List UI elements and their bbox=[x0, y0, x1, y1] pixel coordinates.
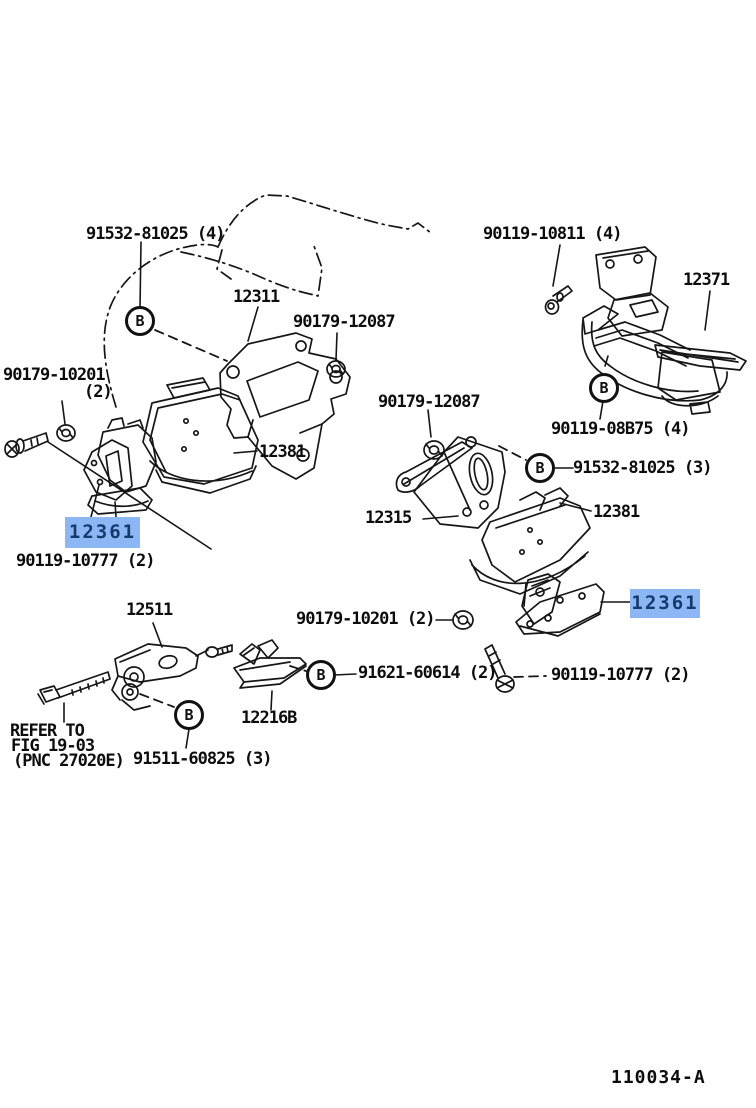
part-12361-left-drawing bbox=[83, 417, 157, 515]
bolt-refer-to-drawing bbox=[37, 671, 111, 705]
callout-B-1: B bbox=[125, 306, 155, 336]
callout-B-2: B bbox=[589, 373, 619, 403]
highlighted-part-label-12361-left[interactable]: 12361 bbox=[65, 517, 140, 548]
part-label-91532-81025-right[interactable]: 91532-81025 (3) bbox=[573, 458, 713, 478]
part-label-90179-12087-middle[interactable]: 90179-12087 bbox=[378, 392, 481, 412]
leader-lines bbox=[47, 241, 711, 749]
bolt-90119-10777-left-drawing bbox=[4, 432, 49, 458]
nut-90179-12087-middle-drawing bbox=[423, 440, 445, 460]
part-12216B-drawing bbox=[233, 639, 307, 689]
refer-note-line-2: FIG 19-03 bbox=[11, 736, 95, 756]
refer-note-line-1: REFER TO bbox=[10, 721, 85, 741]
nut-90179-10201-left-drawing bbox=[56, 424, 76, 442]
part-label-90179-10201-left-qty[interactable]: (2) bbox=[84, 382, 113, 402]
part-label-12311[interactable]: 12311 bbox=[233, 287, 280, 307]
part-label-91621-60614[interactable]: 91621-60614 (2) bbox=[358, 663, 498, 683]
part-label-90119-10777-bottom[interactable]: 90119-10777 (2) bbox=[551, 665, 691, 685]
callout-letter: B bbox=[184, 706, 194, 724]
part-label-90179-10201-left[interactable]: 90179-10201 bbox=[3, 365, 106, 385]
nut-90179-12087-top-drawing bbox=[326, 360, 346, 378]
engine-outline-drawing bbox=[103, 194, 432, 408]
part-label-12315[interactable]: 12315 bbox=[365, 508, 412, 528]
refer-note-line-3: (PNC 27020E) bbox=[13, 751, 125, 771]
part-12511-drawing bbox=[111, 643, 233, 711]
part-12381-left-drawing bbox=[142, 377, 259, 494]
part-label-12511[interactable]: 12511 bbox=[126, 600, 173, 620]
highlighted-part-label-12361-right[interactable]: 12361 bbox=[630, 589, 700, 618]
part-12381-right-drawing bbox=[469, 487, 591, 595]
callout-letter: B bbox=[535, 459, 545, 477]
bolt-90119-10777-bottom-drawing bbox=[484, 644, 515, 693]
callout-letter: B bbox=[135, 312, 145, 330]
callout-B-3: B bbox=[525, 453, 555, 483]
part-label-12371[interactable]: 12371 bbox=[683, 270, 730, 290]
nut-90179-10201-bottom-drawing bbox=[452, 610, 474, 630]
part-label-90179-12087-top[interactable]: 90179-12087 bbox=[293, 312, 396, 332]
part-label-91511-60825[interactable]: 91511-60825 (3) bbox=[133, 749, 273, 769]
part-12315-drawing bbox=[395, 436, 506, 529]
dashed-leader-lines bbox=[139, 329, 547, 708]
part-label-12216B[interactable]: 12216B bbox=[241, 708, 297, 728]
part-label-12381-right[interactable]: 12381 bbox=[593, 502, 640, 522]
callout-letter: B bbox=[316, 666, 326, 684]
callout-letter: B bbox=[599, 379, 609, 397]
part-label-90179-10201-bottom[interactable]: 90179-10201 (2) bbox=[296, 609, 436, 629]
part-label-91532-81025-top[interactable]: 91532-81025 (4) bbox=[86, 224, 226, 244]
bolt-90119-10811-drawing bbox=[544, 285, 573, 315]
part-label-90119-10811[interactable]: 90119-10811 (4) bbox=[483, 224, 623, 244]
callout-B-5: B bbox=[306, 660, 336, 690]
callout-B-4: B bbox=[174, 700, 204, 730]
part-label-90119-08B75[interactable]: 90119-08B75 (4) bbox=[551, 419, 691, 439]
figure-code: 110034-A bbox=[611, 1067, 706, 1088]
part-label-90119-10777-left[interactable]: 90119-10777 (2) bbox=[16, 551, 156, 571]
part-12371-drawing bbox=[581, 246, 747, 415]
part-12361-right-drawing bbox=[515, 573, 605, 637]
part-12311-drawing bbox=[219, 332, 351, 480]
part-label-12381-left[interactable]: 12381 bbox=[259, 442, 306, 462]
